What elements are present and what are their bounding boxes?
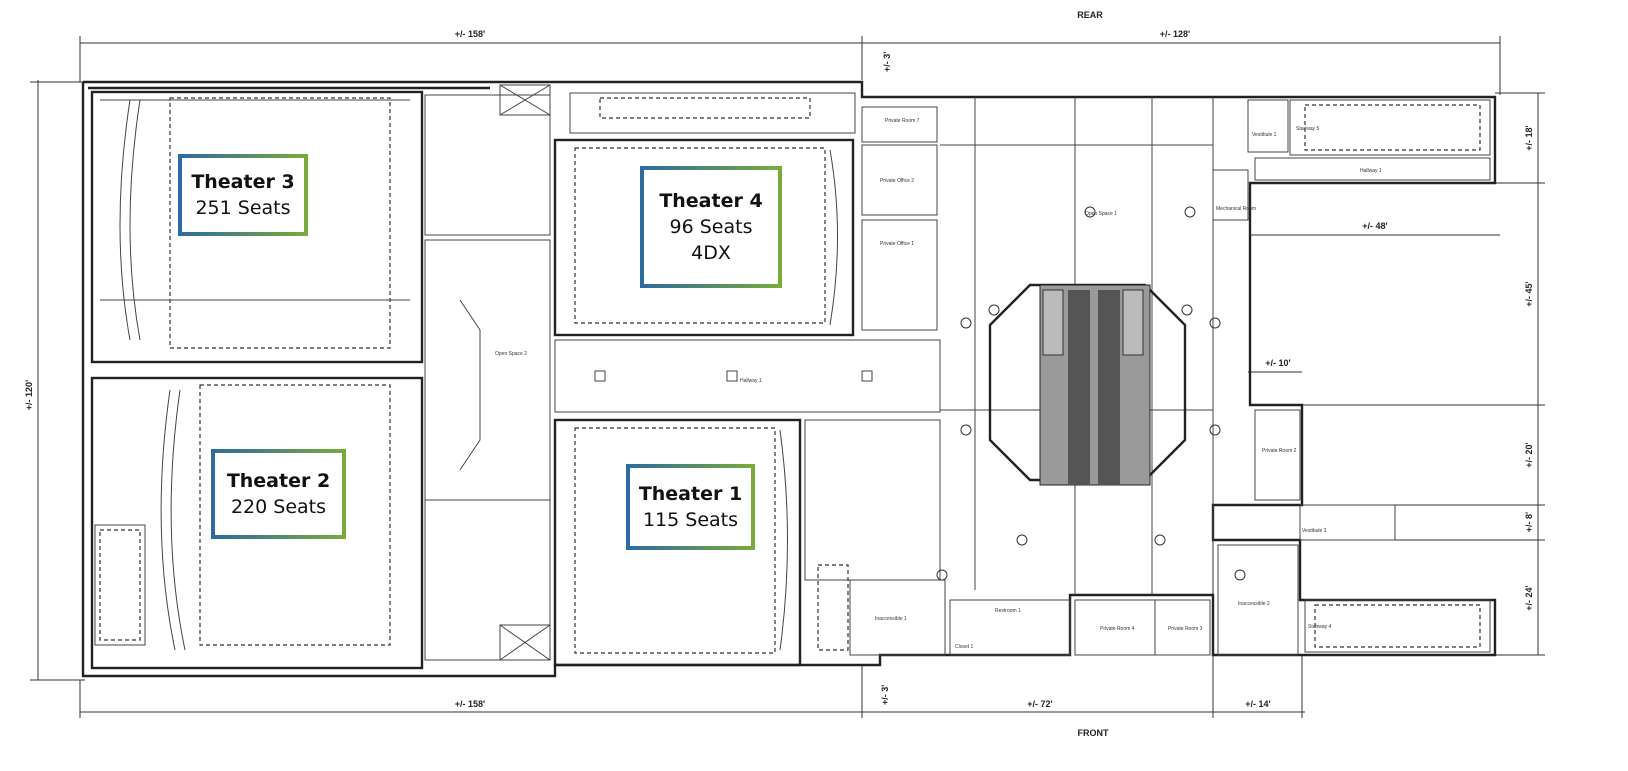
room-label-hallway-upper: Hallway 1 xyxy=(1360,168,1382,174)
hallway-1: Hallway 1 xyxy=(554,339,941,413)
theater-4-room xyxy=(553,138,855,337)
dimension-top: +/- 158' +/- 128' +/- 3' xyxy=(79,29,1501,95)
room-label-private-room-4: Private Room 4 xyxy=(1100,626,1135,632)
rear-label: REAR xyxy=(1077,10,1103,20)
dim-top-left: +/- 158' xyxy=(455,29,485,39)
columns xyxy=(936,206,1246,581)
room-label-hallway-1: Hallway 1 xyxy=(740,378,762,384)
service-rooms: Private Room 7 Private Office 2 Private … xyxy=(424,84,1491,661)
dim-bottom-left: +/- 158' xyxy=(455,699,485,709)
dim-bottom-right: +/- 14' xyxy=(1245,699,1270,709)
theater-4-label: Theater 4 96 Seats 4DX xyxy=(640,166,782,288)
dim-bottom-mid: +/- 72' xyxy=(1027,699,1052,709)
room-label-vestibule-3: Vestibule 3 xyxy=(1302,528,1327,534)
room-label-private-office-1: Private Office 1 xyxy=(880,241,914,247)
theater-1-room xyxy=(553,418,802,667)
room-label-private-room-2: Private Room 2 xyxy=(1262,448,1297,454)
theater-1-seats: 115 Seats xyxy=(642,509,739,531)
dim-left: +/- 120' xyxy=(24,380,34,410)
theater-2-name: Theater 2 xyxy=(226,470,331,492)
dim-right-20: +/- 20' xyxy=(1524,442,1534,467)
room-label-open-space-2: Open Space 2 xyxy=(495,351,527,357)
theater-3-room xyxy=(90,90,424,364)
dim-48: +/- 48' xyxy=(1362,221,1387,231)
theater-2-seats: 220 Seats xyxy=(230,496,327,518)
room-label-inaccessible-2: Inaccessible 2 xyxy=(1238,601,1270,607)
theater-3-seats: 251 Seats xyxy=(195,197,291,219)
dim-offset-top: +/- 3' xyxy=(882,52,892,72)
stairs xyxy=(99,97,1481,651)
dim-top-right: +/- 128' xyxy=(1160,29,1190,39)
theater-4-format: 4DX xyxy=(691,242,731,264)
dim-right-8: +/- 8' xyxy=(1524,512,1534,532)
dim-right-18: +/- 18' xyxy=(1524,125,1534,150)
dim-10: +/- 10' xyxy=(1265,358,1290,368)
theater-1-name: Theater 1 xyxy=(638,483,743,505)
room-label-open-space-1: Open Space 1 xyxy=(1085,211,1117,217)
dim-right-24: +/- 24' xyxy=(1524,585,1534,610)
room-label-private-office-2: Private Office 2 xyxy=(880,178,914,184)
theater-4-name: Theater 4 xyxy=(659,190,763,212)
dim-right-45: +/- 45' xyxy=(1524,281,1534,306)
dimension-right: +/- 18' +/- 45' +/- 20' +/- 8' +/- 24' +… xyxy=(1248,92,1545,656)
theater-2-room xyxy=(90,376,424,670)
room-label-vestibule-1: Vestibule 1 xyxy=(1252,132,1277,138)
room-label-mechanical-room: Mechanical Room xyxy=(1216,206,1256,212)
theater-4-seats: 96 Seats xyxy=(669,216,753,238)
theater-3-name: Theater 3 xyxy=(191,171,295,193)
theater-3-label: Theater 3 251 Seats xyxy=(178,154,308,236)
dim-offset-bottom: +/- 3' xyxy=(880,685,890,705)
room-label-closet-1: Closet 1 xyxy=(955,644,974,650)
room-label-private-room-3: Private Room 3 xyxy=(1168,626,1203,632)
room-label-restroom-1: Restroom 1 xyxy=(995,608,1021,614)
room-label-private-room-7: Private Room 7 xyxy=(885,118,920,124)
escalator xyxy=(1039,284,1151,486)
front-label: FRONT xyxy=(1078,728,1109,738)
theater-2-label: Theater 2 220 Seats xyxy=(211,449,346,539)
room-label-stairway-5: Stairway 5 xyxy=(1296,126,1320,132)
theater-1-label: Theater 1 115 Seats xyxy=(626,464,755,550)
room-label-stairway-4: Stairway 4 xyxy=(1308,624,1332,630)
open-space-2: Open Space 2 xyxy=(424,239,551,501)
room-label-inaccessible-1: Inaccessible 1 xyxy=(875,616,907,622)
dimension-left: +/- 120' xyxy=(24,80,85,681)
